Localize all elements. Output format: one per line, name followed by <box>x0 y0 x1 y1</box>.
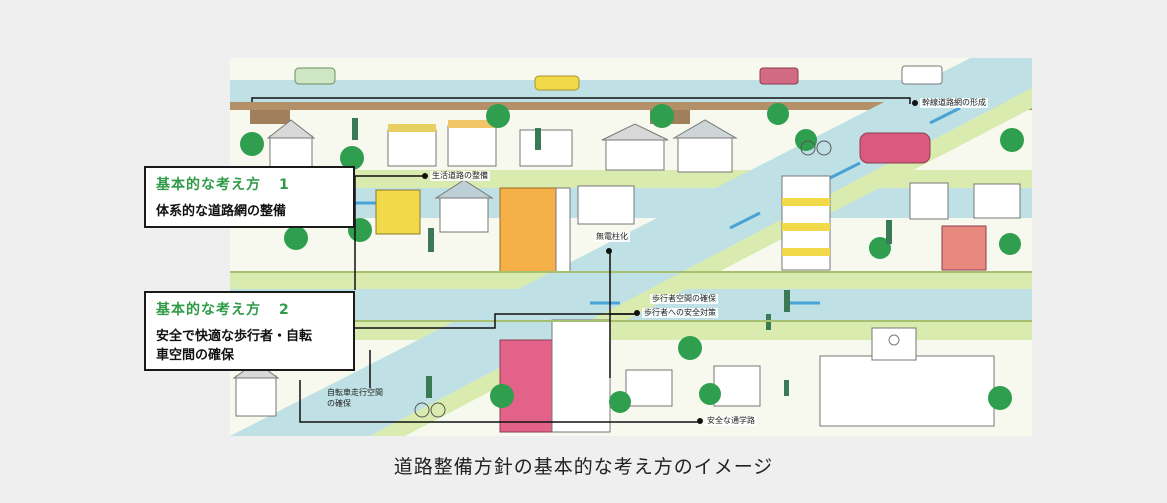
callout-heading-text: 基本的な考え方 <box>156 302 261 318</box>
house <box>235 375 277 417</box>
vehicle <box>901 65 943 85</box>
school <box>819 355 995 427</box>
marker-dot <box>912 100 918 106</box>
city-road-illustration <box>230 58 1032 436</box>
label-pedestrian-space: 歩行者空間の確保 <box>650 294 718 304</box>
callout-text: 安全で快適な歩行者・自転 車空間の確保 <box>156 327 343 365</box>
house <box>519 129 573 167</box>
house <box>269 135 313 169</box>
callout-principle-2: 基本的な考え方 2 安全で快適な歩行者・自転 車空間の確保 <box>144 291 355 371</box>
leader-lines <box>251 97 911 423</box>
vehicle <box>534 75 580 91</box>
vehicle <box>294 67 336 85</box>
label-school-route: 安全な通学路 <box>705 416 757 426</box>
callout-number: 1 <box>279 177 290 193</box>
building-pink <box>499 339 553 433</box>
vehicle <box>859 132 931 164</box>
marker-dot <box>634 310 640 316</box>
bicycle <box>800 140 816 156</box>
trees <box>240 103 1024 413</box>
house <box>387 129 437 167</box>
house <box>447 125 497 167</box>
marker-dot <box>422 173 428 179</box>
shop <box>577 185 635 225</box>
marker-dot <box>606 248 612 254</box>
label-pedestrian-safety: 歩行者への安全対策 <box>642 308 718 318</box>
diagonal-road <box>230 58 1032 436</box>
label-bicycle-line1: 自転車走行空間 <box>327 388 383 397</box>
house <box>439 195 489 233</box>
callout-text: 体系的な道路網の整備 <box>156 204 287 219</box>
callout-heading: 基本的な考え方 2 <box>156 299 343 319</box>
callout-text-line2: 車空間の確保 <box>156 348 235 363</box>
building <box>375 189 421 235</box>
house-red <box>941 225 987 271</box>
house <box>909 182 949 220</box>
house <box>625 369 673 407</box>
figure-caption: 道路整備方針の基本的な考え方のイメージ <box>393 456 774 478</box>
label-living-road: 生活道路の整備 <box>430 171 490 181</box>
callout-principle-1: 基本的な考え方 1 体系的な道路網の整備 <box>144 166 355 228</box>
marker-dot <box>697 418 703 424</box>
house <box>713 365 761 407</box>
building-orange <box>499 187 557 273</box>
house <box>677 135 733 173</box>
callout-number: 2 <box>279 302 290 318</box>
label-greenery: 無電柱化 <box>594 232 630 242</box>
callout-heading-text: 基本的な考え方 <box>156 177 261 193</box>
elevated-road-deck <box>230 102 1032 110</box>
elevated-road <box>230 80 1032 102</box>
label-trunk-road: 幹線道路網の形成 <box>920 98 988 108</box>
callout-heading: 基本的な考え方 1 <box>156 174 343 194</box>
house <box>973 183 1021 219</box>
callout-text-line1: 安全で快適な歩行者・自転 <box>156 329 313 344</box>
vehicle <box>759 67 799 85</box>
bicycle <box>414 402 430 418</box>
house <box>605 137 665 171</box>
label-bicycle-line2: の確保 <box>327 399 351 408</box>
